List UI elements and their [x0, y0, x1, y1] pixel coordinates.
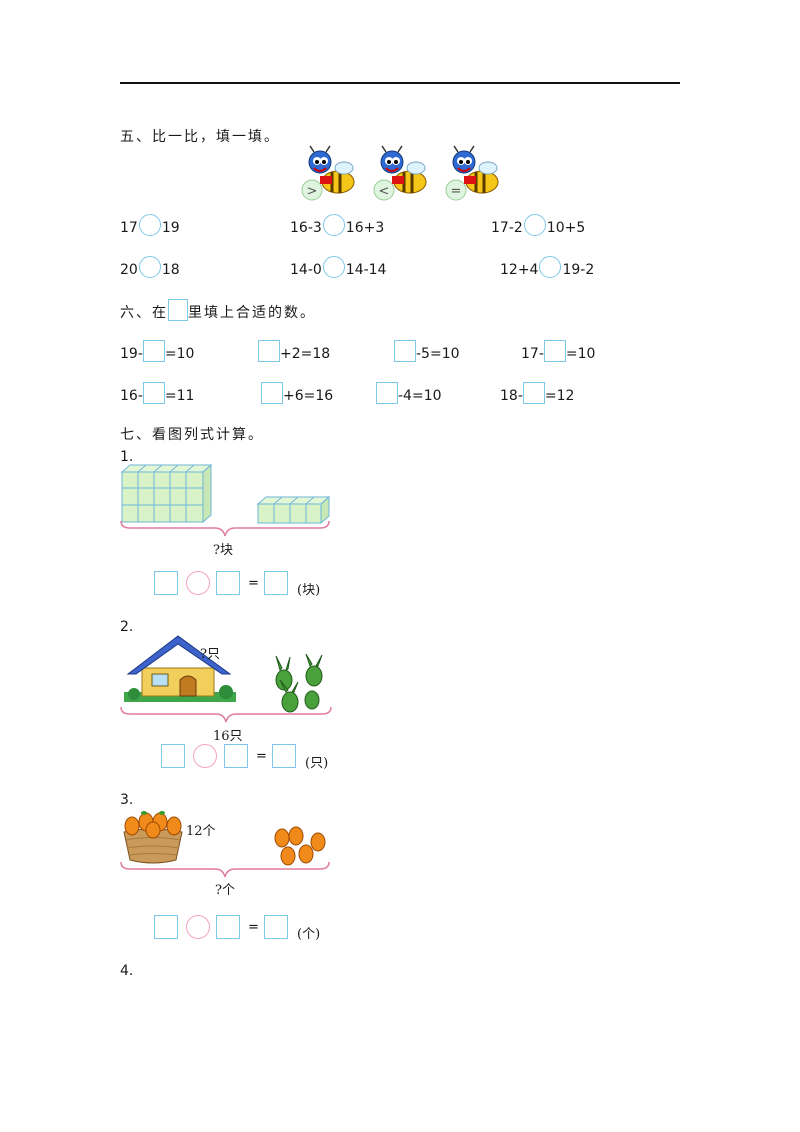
- example-box: [168, 299, 188, 321]
- fill-item: +2=18: [258, 340, 330, 365]
- house-icon: [124, 634, 236, 708]
- compare-item: 17-2 10+5: [491, 214, 586, 239]
- compare-item: 16-3 16+3: [290, 214, 385, 239]
- fill-item: +6=16: [261, 382, 333, 407]
- answer-box[interactable]: [216, 571, 240, 595]
- fill-item: 17-=10: [521, 340, 595, 365]
- unit-label: (只): [305, 756, 329, 771]
- top-label: 12个: [186, 824, 216, 839]
- compare-circle[interactable]: [322, 214, 345, 236]
- fill-item: 16-=11: [120, 382, 194, 407]
- equals-sign: =: [248, 920, 259, 935]
- answer-box[interactable]: [142, 382, 165, 404]
- unit-label: (块): [297, 583, 321, 598]
- compare-left: 17: [120, 220, 138, 236]
- unit-label: (个): [297, 927, 321, 942]
- rabbits-icon: [268, 653, 332, 720]
- problem-number: 3.: [120, 792, 134, 808]
- compare-left: 20: [120, 262, 138, 278]
- compare-right: 16+3: [345, 220, 385, 236]
- answer-box[interactable]: [258, 340, 280, 362]
- bee-less-icon: <: [370, 144, 432, 208]
- brace-icon: [120, 706, 332, 728]
- bee-symbol-label: >: [307, 184, 318, 199]
- answer-box[interactable]: [154, 915, 178, 939]
- header-rule: [120, 82, 680, 84]
- answer-box[interactable]: [216, 915, 240, 939]
- answer-box[interactable]: [161, 744, 185, 768]
- top-label: ?只: [200, 647, 220, 662]
- cube-block-small-icon: [256, 495, 331, 528]
- compare-circle[interactable]: [138, 214, 161, 236]
- operator-circle[interactable]: [186, 571, 210, 595]
- answer-box[interactable]: [224, 744, 248, 768]
- section5-title: 五、比一比，填一填。: [120, 129, 280, 145]
- equals-sign: =: [256, 749, 267, 764]
- compare-right: 10+5: [546, 220, 586, 236]
- answer-box[interactable]: [264, 915, 288, 939]
- brace-icon: [120, 861, 330, 883]
- answer-box[interactable]: [522, 382, 545, 404]
- equals-sign: =: [248, 576, 259, 591]
- compare-left: 16-3: [290, 220, 322, 236]
- section7-title: 七、看图列式计算。: [120, 427, 264, 443]
- answer-box[interactable]: [376, 382, 398, 404]
- fill-item: 18-=12: [500, 382, 574, 407]
- brace-label: 16只: [213, 729, 243, 744]
- pears-icon: [270, 822, 330, 872]
- problem-number: 2.: [120, 619, 134, 635]
- answer-box[interactable]: [264, 571, 288, 595]
- brace-icon: [120, 520, 330, 542]
- fill-item: 19-=10: [120, 340, 194, 365]
- cube-block-large-icon: [120, 463, 213, 528]
- compare-circle[interactable]: [322, 256, 345, 278]
- compare-circle[interactable]: [138, 256, 161, 278]
- brace-label: ?个: [215, 883, 235, 898]
- answer-box[interactable]: [154, 571, 178, 595]
- answer-box[interactable]: [261, 382, 283, 404]
- compare-item: 12+4 19-2: [500, 256, 595, 281]
- compare-left: 12+4: [500, 262, 539, 278]
- compare-right: 19-2: [562, 262, 595, 278]
- answer-box[interactable]: [272, 744, 296, 768]
- compare-circle[interactable]: [523, 214, 546, 236]
- bee-greater-icon: >: [298, 144, 360, 208]
- problem-number: 1.: [120, 449, 134, 465]
- bee-symbol-label: =: [451, 184, 462, 199]
- compare-right: 19: [161, 220, 180, 236]
- operator-circle[interactable]: [186, 915, 210, 939]
- operator-circle[interactable]: [193, 744, 217, 768]
- bee-equal-icon: =: [442, 144, 504, 208]
- bee-symbol-label: <: [379, 184, 390, 199]
- answer-box[interactable]: [142, 340, 165, 362]
- compare-right: 18: [161, 262, 180, 278]
- compare-item: 14-0 14-14: [290, 256, 387, 281]
- compare-left: 14-0: [290, 262, 322, 278]
- fill-item: -5=10: [394, 340, 460, 365]
- answer-box[interactable]: [394, 340, 416, 362]
- fruit-basket-icon: [120, 808, 186, 870]
- brace-label: ?块: [213, 543, 233, 558]
- compare-circle[interactable]: [539, 256, 562, 278]
- section6-title: 六、在里填上合适的数。: [120, 299, 316, 324]
- problem-number: 4.: [120, 963, 134, 979]
- fill-item: -4=10: [376, 382, 442, 407]
- compare-left: 17-2: [491, 220, 523, 236]
- answer-box[interactable]: [543, 340, 566, 362]
- compare-right: 14-14: [345, 262, 387, 278]
